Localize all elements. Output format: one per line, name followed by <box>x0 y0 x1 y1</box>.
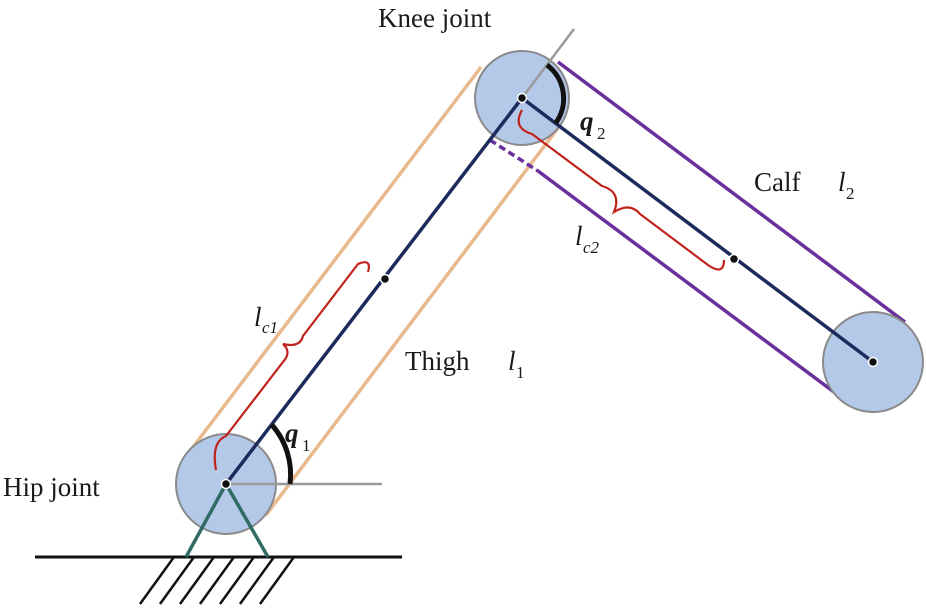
calf-outline-upper <box>556 60 907 324</box>
thigh-outline-lower <box>264 126 560 517</box>
foot-center-point <box>867 356 879 368</box>
hip-base-support <box>184 483 270 558</box>
calf-label: Calf l 2 <box>754 167 855 203</box>
thigh-link-outline <box>185 65 560 517</box>
calf-axis <box>520 96 875 364</box>
thigh-outline-upper <box>185 65 483 457</box>
hip-joint-label: Hip joint <box>3 472 100 502</box>
hip-center-point <box>220 478 232 490</box>
lc1-subscript: c1 <box>262 318 278 337</box>
calf-l-symbol: l <box>838 167 846 197</box>
lc1-label: l c1 <box>254 302 278 337</box>
calf-link-outline <box>489 60 907 400</box>
lc1-l-symbol: l <box>254 302 262 332</box>
knee-joint-label: Knee joint <box>378 3 492 33</box>
thigh-label: Thigh l 1 <box>405 346 525 382</box>
q2-angle-arc <box>545 63 567 125</box>
q1-label: q 1 <box>285 418 311 455</box>
thigh-word: Thigh <box>405 346 470 376</box>
knee-reference-line <box>521 28 575 99</box>
points <box>220 92 879 490</box>
q2-label: q 2 <box>580 106 606 143</box>
knee-center-point <box>516 92 528 104</box>
lc2-l-symbol: l <box>575 221 583 251</box>
q2-symbol: q <box>580 106 594 136</box>
lc2-subscript: c2 <box>583 238 600 257</box>
link-axes <box>224 96 875 486</box>
lc2-bracket <box>517 109 726 271</box>
lc2-label: l c2 <box>575 221 600 257</box>
ground <box>35 555 402 605</box>
calf-com-point <box>728 253 740 265</box>
calf-outline-lower <box>536 169 844 400</box>
thigh-l-symbol: l <box>508 346 516 376</box>
calf-l-subscript: 2 <box>846 184 855 203</box>
thigh-com-point <box>379 273 391 285</box>
thigh-l-subscript: 1 <box>516 363 525 382</box>
q1-angle-arc <box>269 422 294 485</box>
q2-subscript: 2 <box>597 124 606 143</box>
thigh-axis <box>224 96 524 486</box>
calf-outline-dashed <box>489 138 539 173</box>
q1-subscript: 1 <box>302 436 311 455</box>
lc1-bracket <box>213 261 370 471</box>
q1-symbol: q <box>285 418 299 448</box>
ground-hatching <box>138 556 296 605</box>
calf-word: Calf <box>754 167 801 197</box>
